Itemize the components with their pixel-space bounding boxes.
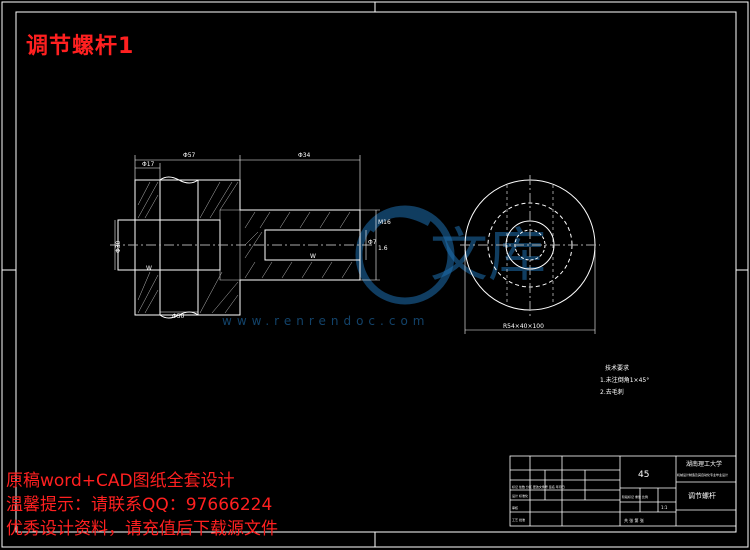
promo-line: 优秀设计资料，请充值后下载源文件 bbox=[6, 519, 278, 539]
title-block bbox=[509, 455, 737, 527]
dim-label: M16 bbox=[378, 219, 391, 226]
promo-line: 温馨提示：请联系QQ：97666224 bbox=[6, 495, 273, 515]
title-block-texts: 45 湖南理工大学 机械设计制造及其自动化专业毕业设计 调节螺杆 1:1 共 张… bbox=[512, 460, 728, 523]
dim-label: Φ7 bbox=[368, 239, 377, 246]
tb-cell: 设计 标准化 bbox=[512, 493, 528, 498]
dimension-lines bbox=[114, 155, 380, 313]
watermark-site: www.renrendoc.com bbox=[222, 314, 429, 328]
dim-label: Φ50 bbox=[172, 313, 185, 320]
promo-line: 原稿word+CAD图纸全套设计 bbox=[6, 471, 235, 491]
dim-label: R54×40×100 bbox=[503, 323, 544, 330]
watermark-logo bbox=[355, 205, 455, 305]
dim-label: 1.6 bbox=[378, 245, 388, 252]
dim-label: Φ34 bbox=[298, 152, 311, 159]
hatch-lines bbox=[137, 181, 353, 314]
tb-cell: 阶段标记 重量 比例 bbox=[622, 494, 648, 499]
dim-label: Φ30 bbox=[115, 240, 122, 253]
front-view-section bbox=[110, 155, 380, 319]
dim-label: Φ57 bbox=[183, 152, 196, 159]
sheet-count: 共 张 第 张 bbox=[624, 517, 644, 523]
tb-cell: 审核 bbox=[512, 505, 518, 510]
material-label: 45 bbox=[638, 470, 649, 480]
dim-label: W bbox=[146, 265, 152, 272]
school-name: 湖南理工大学 bbox=[686, 460, 722, 468]
tb-cell: 工艺 批准 bbox=[512, 517, 525, 522]
watermark-chars: 文库 bbox=[430, 221, 546, 289]
scale-value: 1:1 bbox=[661, 505, 668, 510]
tech-notes-line: 1.未注倒角1×45° bbox=[600, 376, 649, 384]
side-view bbox=[460, 175, 600, 334]
part-name: 调节螺杆 bbox=[688, 491, 716, 500]
tb-cell: 标记 处数 分区 更改文件号 签名 年月日 bbox=[512, 484, 565, 489]
dim-label: Φ17 bbox=[142, 161, 155, 168]
tech-notes-line: 2.去毛刺 bbox=[600, 388, 624, 396]
school-subtitle: 机械设计制造及其自动化专业毕业设计 bbox=[677, 472, 728, 477]
dimension-texts: Φ17 Φ57 Φ34 Φ50 Φ7 M16 W W Φ30 1.6 bbox=[115, 152, 391, 320]
document-title: 调节螺杆1 bbox=[26, 34, 135, 59]
tech-notes: 技术要求 1.未注倒角1×45° 2.去毛刺 bbox=[600, 364, 649, 396]
tech-notes-title: 技术要求 bbox=[605, 364, 629, 372]
hatch-fill bbox=[134, 179, 361, 316]
dim-label: W bbox=[310, 253, 316, 260]
